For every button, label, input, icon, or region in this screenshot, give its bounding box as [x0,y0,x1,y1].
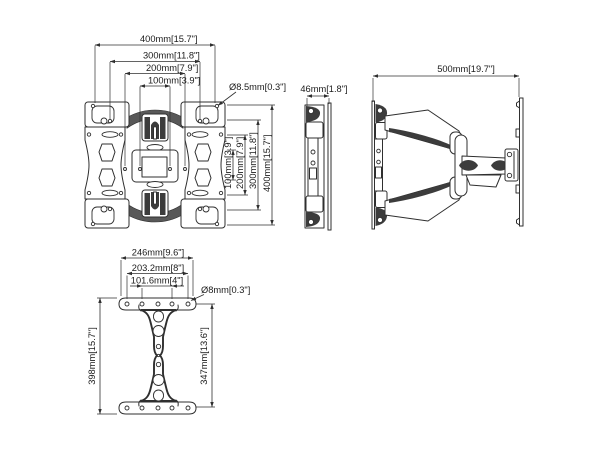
dim-front-width-100: 100mm[3.9"] [139,76,200,166]
dim-plate-height-398: 398mm[15.7"] [87,297,117,415]
wall-plate-view: 246mm[9.6"] 203.2mm[8"] 101.6mm[4"] Ø8mm… [87,248,250,415]
dim-plate-height-347: 347mm[13.6"] [196,303,215,408]
left-bracket-plate [84,101,130,229]
swivel-disc [126,109,184,223]
wall-bracket [504,148,519,182]
dim-plate-width-101: 101.6mm[4"] [130,276,184,299]
dim-front-width-200: 200mm[7.9"] [124,63,198,166]
dim-label: 500mm[19.7"] [437,64,495,74]
side-view-folded: 46mm[1.8"] [300,84,348,231]
dim-label: 246mm[9.6"] [132,248,184,258]
right-bracket-plate [180,101,226,229]
dim-label: 347mm[13.6"] [199,327,209,385]
wall-plate-profile [515,97,524,227]
folded-profile [304,102,332,231]
dim-label: 101.6mm[4"] [131,276,183,286]
dim-label: 200mm[7.9"] [235,137,245,189]
dim-label: Ø8mm[0.3"] [201,285,250,295]
dim-label: 100mm[3.9"] [223,137,233,189]
tv-plate-profile [371,100,388,230]
dim-label: 203.2mm[8"] [132,263,184,273]
dim-front-height-100: 100mm[3.9"] [223,137,236,189]
dim-label: 398mm[15.7"] [87,327,97,385]
dim-front-height-200: 200mm[7.9"] [227,134,248,196]
dim-label: Ø8.5mm[0.3"] [229,82,286,92]
side-view-extended: 500mm[19.7"] [371,64,524,230]
dim-plate-hole: Ø8mm[0.3"] [190,285,250,301]
center-assembly [123,113,187,218]
dim-label: 400mm[15.7"] [140,34,198,44]
dim-front-width-300: 300mm[11.8"] [109,51,201,119]
dim-label: 46mm[1.8"] [300,84,347,94]
dim-label: 100mm[3.9"] [148,76,200,86]
dim-label: 400mm[15.7"] [262,134,272,192]
dim-plate-width-246: 246mm[9.6"] [120,248,194,296]
dim-label: 200mm[7.9"] [146,63,198,73]
dim-front-height-300: 300mm[11.8"] [227,119,261,211]
dim-front-width-400: 400mm[15.7"] [94,34,216,103]
dim-folded-depth: 46mm[1.8"] [300,84,348,106]
dim-front-height-400: 400mm[15.7"] [227,104,275,226]
dim-front-hole: Ø8.5mm[0.3"] [217,82,286,106]
front-view: 400mm[15.7"] 300mm[11.8"] 200mm[7.9"] 10… [84,34,286,229]
articulating-arms [384,109,509,222]
dim-plate-width-203: 203.2mm[8"] [126,263,189,299]
dim-label: 300mm[11.8"] [143,51,200,61]
wall-plate-body [118,297,197,415]
dim-label: 300mm[11.8"] [248,132,258,189]
dim-extension-500: 500mm[19.7"] [372,64,520,102]
